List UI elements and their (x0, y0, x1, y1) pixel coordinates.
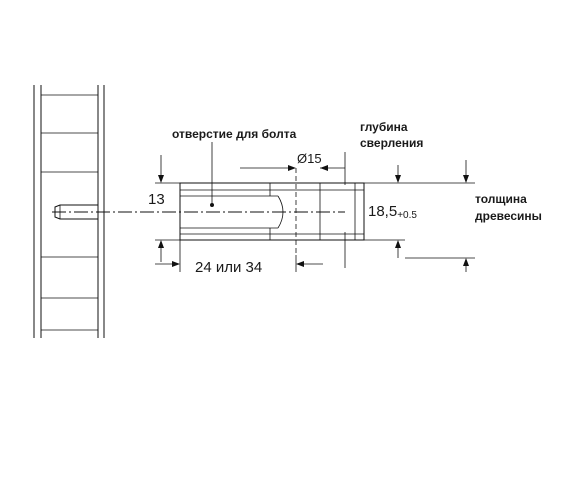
dim-13-label: 13 (148, 191, 165, 208)
bolt-hole-label: отверстие для болта (172, 127, 297, 141)
bolt-hole-leader (210, 142, 214, 207)
drill-depth-label-1: глубина (360, 120, 408, 134)
dim-wood-thickness (405, 160, 475, 272)
diameter-label: Ø15 (297, 151, 322, 166)
connector-body (179, 182, 365, 241)
length-label: 24 или 34 (195, 259, 262, 276)
dim-18-5-tolerance: +0.5 (397, 210, 417, 221)
dim-13 (155, 155, 180, 262)
dim-18-5-label: 18,5+0.5 (368, 203, 417, 221)
drill-depth-label-2: сверления (360, 136, 423, 150)
wood-thickness-label-1: толщина (475, 192, 527, 206)
dim-length (155, 240, 323, 272)
diameter-dimension (240, 165, 345, 255)
dim-18-5 (364, 165, 405, 258)
wood-thickness-label-2: древесины (475, 209, 542, 223)
